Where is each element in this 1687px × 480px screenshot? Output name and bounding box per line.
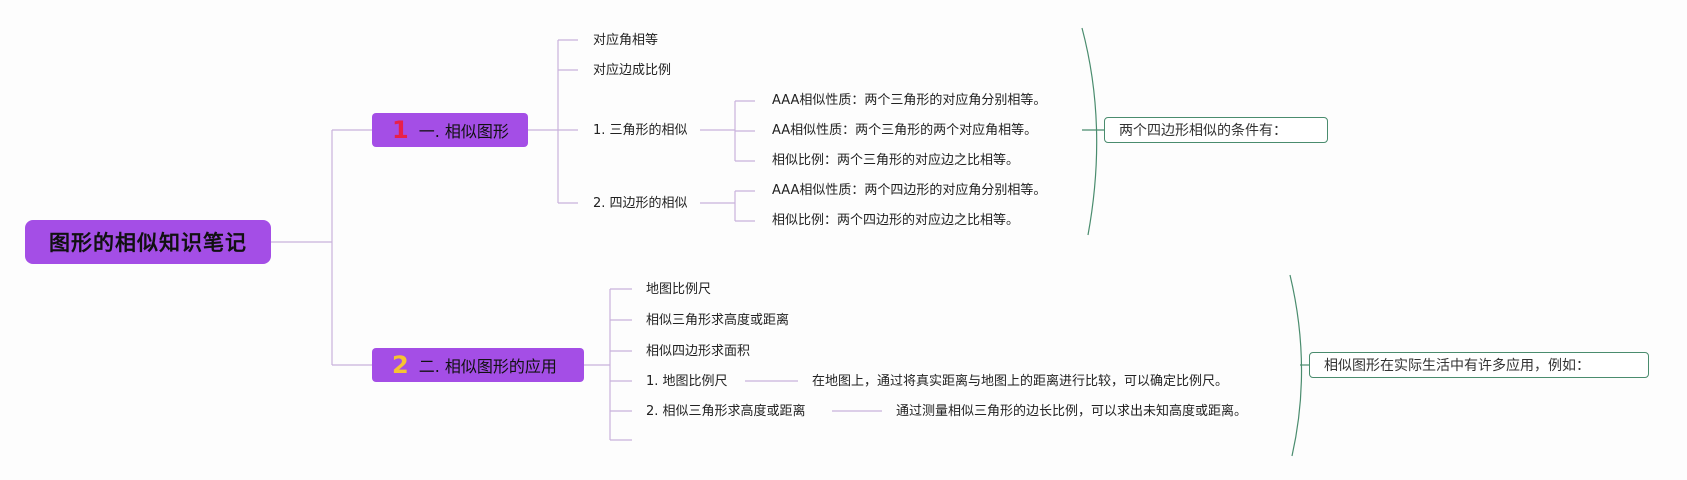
section2-item-2[interactable]: 相似三角形求高度或距离 — [646, 313, 790, 328]
quad-child-2[interactable]: 相似比例：两个四边形的对应边之比相等。 — [772, 213, 1020, 228]
section1-number: 1 — [392, 116, 409, 144]
section2-callout-text: 相似图形在实际生活中有许多应用，例如： — [1324, 358, 1590, 374]
section2-item-5[interactable]: 2. 相似三角形求高度或距离 — [646, 404, 806, 419]
section2-item-1[interactable]: 地图比例尺 — [646, 282, 712, 297]
triangle-height-detail[interactable]: 通过测量相似三角形的边长比例，可以求出未知高度或距离。 — [896, 404, 1248, 419]
section1-label: 一. 相似图形 — [418, 122, 509, 141]
section2-callout[interactable]: 相似图形在实际生活中有许多应用，例如： — [1309, 352, 1649, 378]
triangle-child-1[interactable]: AAA相似性质：两个三角形的对应角分别相等。 — [772, 93, 1047, 108]
root-title: 图形的相似知识笔记 — [49, 231, 247, 255]
section1-callout-text: 两个四边形相似的条件有： — [1119, 123, 1287, 139]
section2-number: 2 — [392, 351, 409, 379]
root-node[interactable]: 图形的相似知识笔记 — [25, 220, 271, 264]
section2-label: 二. 相似图形的应用 — [418, 357, 557, 376]
triangle-child-3[interactable]: 相似比例：两个三角形的对应边之比相等。 — [772, 153, 1020, 168]
section2-node[interactable]: 2 二. 相似图形的应用 — [372, 348, 584, 382]
section1-node[interactable]: 1 一. 相似图形 — [372, 113, 528, 147]
section1-item-1[interactable]: 对应角相等 — [593, 33, 659, 48]
section1-item-4[interactable]: 2. 四边形的相似 — [593, 196, 688, 211]
quad-child-1[interactable]: AAA相似性质：两个四边形的对应角分别相等。 — [772, 183, 1047, 198]
section1-callout[interactable]: 两个四边形相似的条件有： — [1104, 117, 1328, 143]
section2-item-4[interactable]: 1. 地图比例尺 — [646, 374, 728, 389]
section1-item-2[interactable]: 对应边成比例 — [593, 63, 672, 78]
brace-section2 — [1289, 274, 1303, 457]
map-scale-detail[interactable]: 在地图上，通过将真实距离与地图上的距离进行比较，可以确定比例尺。 — [812, 374, 1229, 389]
brace-section1 — [1081, 27, 1098, 236]
section2-item-3[interactable]: 相似四边形求面积 — [646, 344, 751, 359]
triangle-child-2[interactable]: AA相似性质：两个三角形的两个对应角相等。 — [772, 123, 1038, 138]
section1-item-3[interactable]: 1. 三角形的相似 — [593, 123, 688, 138]
